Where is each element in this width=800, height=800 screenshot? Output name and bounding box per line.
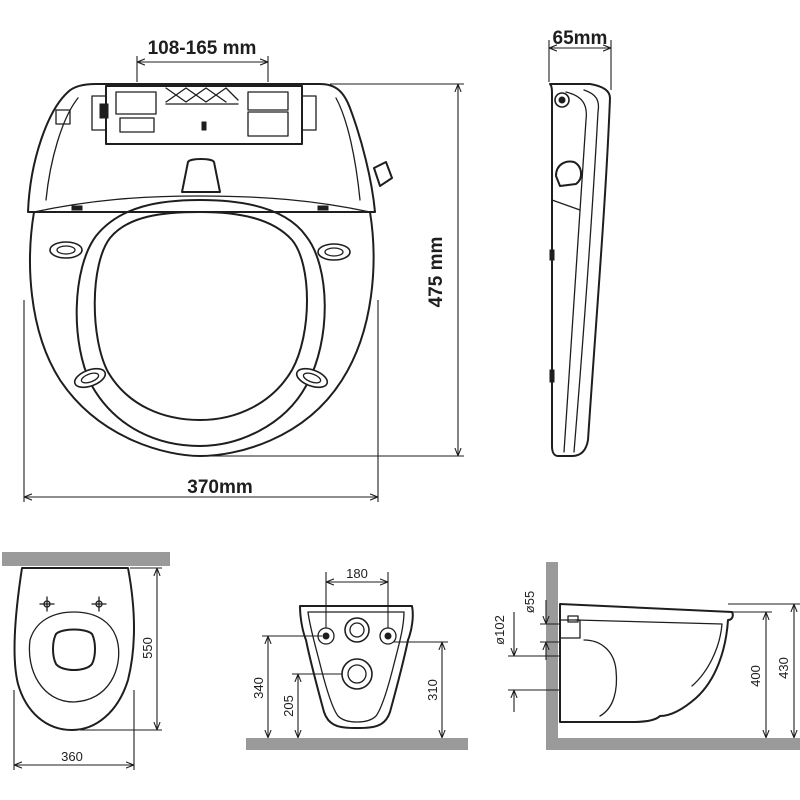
bowl-side-view: ø55 ø102 400 430 bbox=[492, 562, 800, 750]
bowl-side-inlet-pipe bbox=[559, 619, 581, 639]
bowl-height-label: 400 bbox=[748, 665, 763, 687]
bowl-length-label: 550 bbox=[140, 637, 155, 659]
seat-bumper-top-right bbox=[317, 243, 351, 261]
floor-side-view bbox=[546, 738, 800, 750]
bowl-top-rim bbox=[28, 611, 120, 703]
hinge-mechanism bbox=[91, 85, 317, 145]
bowl-back-inner bbox=[307, 611, 405, 723]
seat-width-label: 370mm bbox=[187, 477, 253, 498]
bowl-top-basin bbox=[52, 628, 96, 671]
inlet-diameter-label: ø55 bbox=[522, 591, 537, 613]
dimension-seat-length: 475 mm bbox=[200, 83, 464, 457]
seat-side-outline bbox=[549, 83, 611, 457]
seat-opening bbox=[93, 211, 308, 421]
bowl-top-view: 550 360 bbox=[2, 552, 170, 770]
bowl-width-label: 360 bbox=[61, 749, 83, 764]
seat-bumper-top-left bbox=[49, 241, 83, 259]
bowl-back-inlet bbox=[344, 617, 370, 643]
seat-side-knob bbox=[373, 161, 393, 187]
seat-housing-inner-line-right bbox=[335, 97, 361, 201]
bowl-side-outline bbox=[559, 603, 734, 723]
bolt-height-label: 340 bbox=[251, 677, 266, 699]
bowl-top-outline bbox=[13, 567, 136, 731]
seat-center-clip bbox=[181, 158, 221, 193]
seat-side-lid-line bbox=[573, 89, 600, 453]
dimension-seat-width: 370mm bbox=[23, 300, 379, 502]
seat-housing-outline bbox=[27, 83, 376, 213]
dimension-hinge-width: 108-165 mm bbox=[136, 38, 269, 82]
seat-length-label: 475 mm bbox=[426, 237, 447, 308]
inlet-height-label: 310 bbox=[425, 679, 440, 701]
bowl-side-rim bbox=[575, 619, 723, 687]
seat-bumper-bottom-right bbox=[295, 367, 329, 389]
seat-housing-inner-line bbox=[45, 97, 79, 201]
bowl-side-trap bbox=[583, 639, 618, 717]
seat-top-edge bbox=[33, 195, 371, 213]
seat-side-clip bbox=[555, 160, 582, 187]
bowl-bolt-left bbox=[39, 596, 55, 612]
outlet-height-label: 205 bbox=[281, 695, 296, 717]
seat-top-view bbox=[27, 83, 393, 457]
bowl-back-outline bbox=[299, 605, 414, 729]
bowl-bolt-right bbox=[91, 596, 107, 612]
rim-height-label: 430 bbox=[776, 657, 791, 679]
bowl-back-outlet bbox=[341, 658, 373, 690]
hinge-width-label: 108-165 mm bbox=[148, 38, 257, 59]
bolt-spacing-label: 180 bbox=[346, 566, 368, 581]
seat-thickness-label: 65mm bbox=[553, 28, 608, 49]
floor-back-view bbox=[246, 738, 468, 750]
seat-side-view: 65mm bbox=[548, 28, 612, 457]
bowl-back-view: 180 340 205 310 bbox=[246, 566, 468, 750]
seat-bumper-bottom-left bbox=[73, 367, 107, 389]
wall-top bbox=[2, 552, 170, 566]
seat-side-tab-left bbox=[55, 109, 71, 125]
outlet-diameter-label: ø102 bbox=[492, 615, 507, 645]
